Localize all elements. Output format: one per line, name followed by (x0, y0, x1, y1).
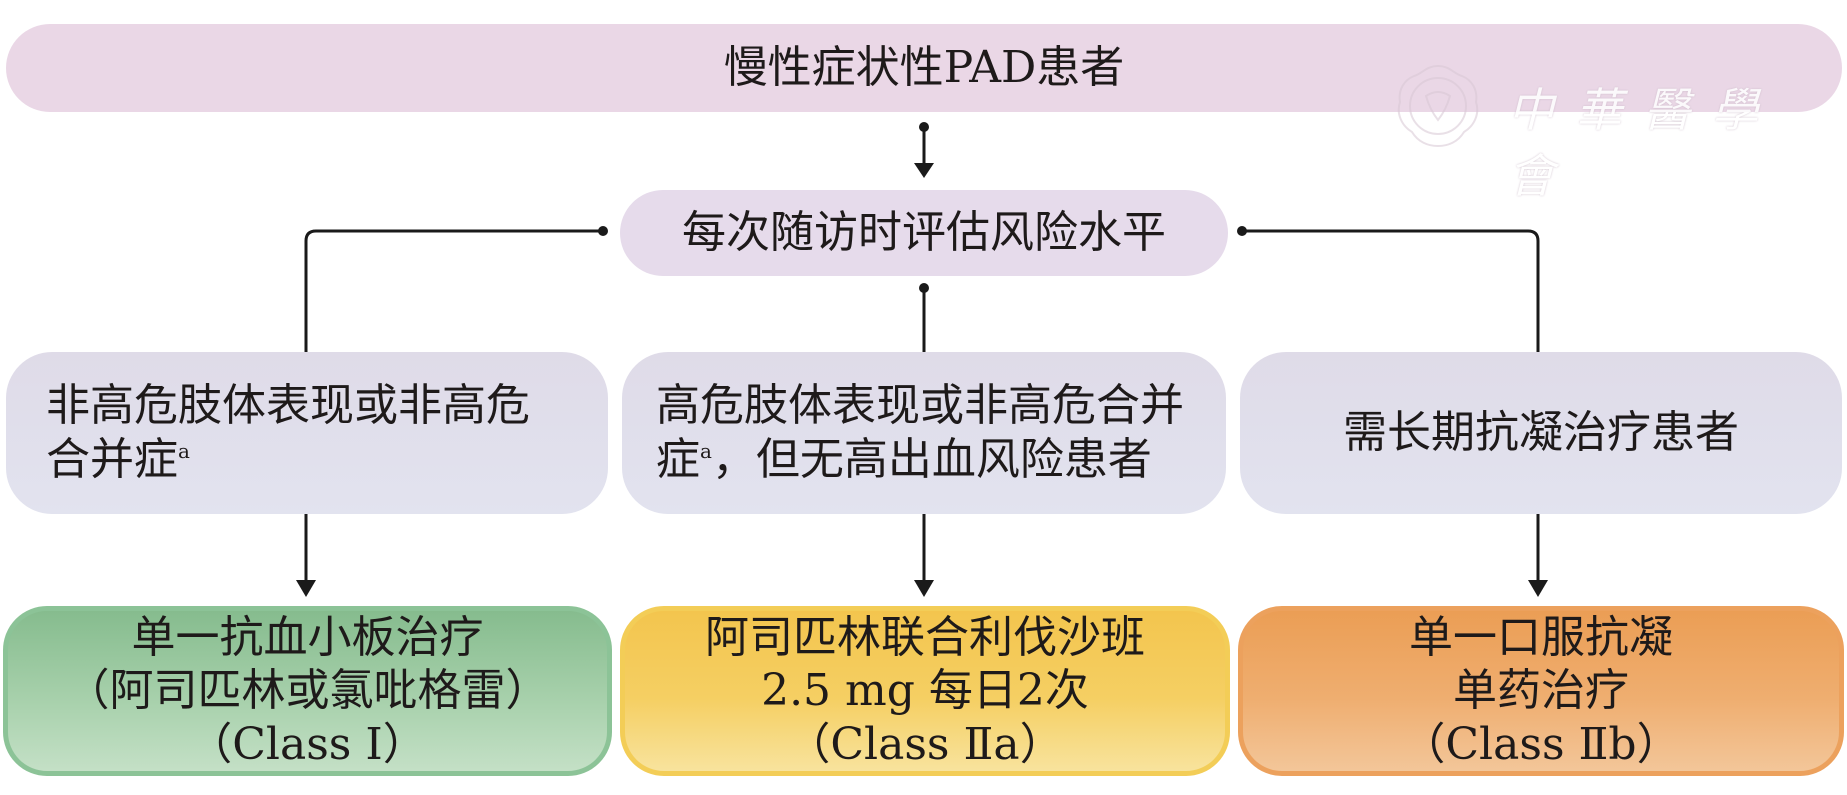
condition-text: 需长期抗凝治疗患者 (1343, 407, 1739, 459)
treatment-line: 单一抗血小板治疗 (131, 611, 484, 663)
recommendation-class: （Class Ⅰ） (188, 718, 427, 770)
recommendation-class: （Class Ⅱa） (786, 718, 1064, 770)
condition-line-text: 症 (656, 434, 700, 485)
condition-text: 非高危肢体表现或非高危 合并症a (46, 379, 530, 486)
treatment-line: （阿司匹林或氯吡格雷） (65, 665, 550, 717)
watermark-text: 中華醫學會 (1508, 83, 1780, 203)
arrowhead-icon (914, 163, 934, 178)
footnote-marker: a (700, 439, 712, 463)
arrowhead-icon (296, 580, 316, 597)
footnote-marker: a (178, 439, 190, 463)
assessment-node-label: 每次随访时评估风险水平 (682, 207, 1166, 259)
treatment-line: 单一口服抗凝 (1409, 611, 1673, 663)
condition-line: 非高危肢体表现或非高危 (46, 380, 530, 432)
treatment-line: 单药治疗 (1453, 665, 1629, 717)
connector-assessment-to-right (1242, 229, 1540, 352)
condition-line-text: 合并症 (46, 434, 178, 485)
treatment-line: 2.5 mg 每日2次 (761, 665, 1089, 717)
society-seal-icon (1397, 64, 1479, 148)
connector-dot (919, 283, 929, 293)
condition-node-anticoagulation: 需长期抗凝治疗患者 (1240, 352, 1842, 514)
condition-line-text: ，但无高出血风险患者 (711, 434, 1152, 485)
condition-node-high-risk: 高危肢体表现或非高危合并 症a，但无高出血风险患者 (622, 352, 1226, 514)
root-node-label: 慢性症状性PAD患者 (723, 42, 1125, 94)
treatment-node-oral-anticoagulant: 单一口服抗凝 单药治疗 （Class Ⅱb） (1238, 606, 1844, 776)
arrowhead-icon (914, 580, 934, 597)
root-node: 慢性症状性PAD患者 (6, 24, 1842, 112)
assessment-node: 每次随访时评估风险水平 (620, 190, 1228, 276)
condition-node-low-risk: 非高危肢体表现或非高危 合并症a (6, 352, 608, 514)
treatment-node-aspirin-rivaroxaban: 阿司匹林联合利伐沙班 2.5 mg 每日2次 （Class Ⅱa） (620, 606, 1230, 776)
treatment-node-single-antiplatelet: 单一抗血小板治疗 （阿司匹林或氯吡格雷） （Class Ⅰ） (3, 606, 612, 776)
condition-line: 症a，但无高出血风险患者 (656, 433, 1184, 487)
connector-dot (919, 122, 929, 132)
condition-text: 高危肢体表现或非高危合并 症a，但无高出血风险患者 (656, 379, 1184, 486)
condition-line: 高危肢体表现或非高危合并 (656, 380, 1184, 432)
recommendation-class: （Class Ⅱb） (1401, 718, 1681, 770)
arrowhead-icon (1528, 580, 1548, 597)
treatment-line: 阿司匹林联合利伐沙班 (705, 611, 1145, 663)
condition-line: 合并症a (46, 433, 530, 487)
connector-assessment-to-left (304, 229, 603, 352)
connector-dot (1237, 226, 1247, 236)
connector-dot (598, 226, 608, 236)
